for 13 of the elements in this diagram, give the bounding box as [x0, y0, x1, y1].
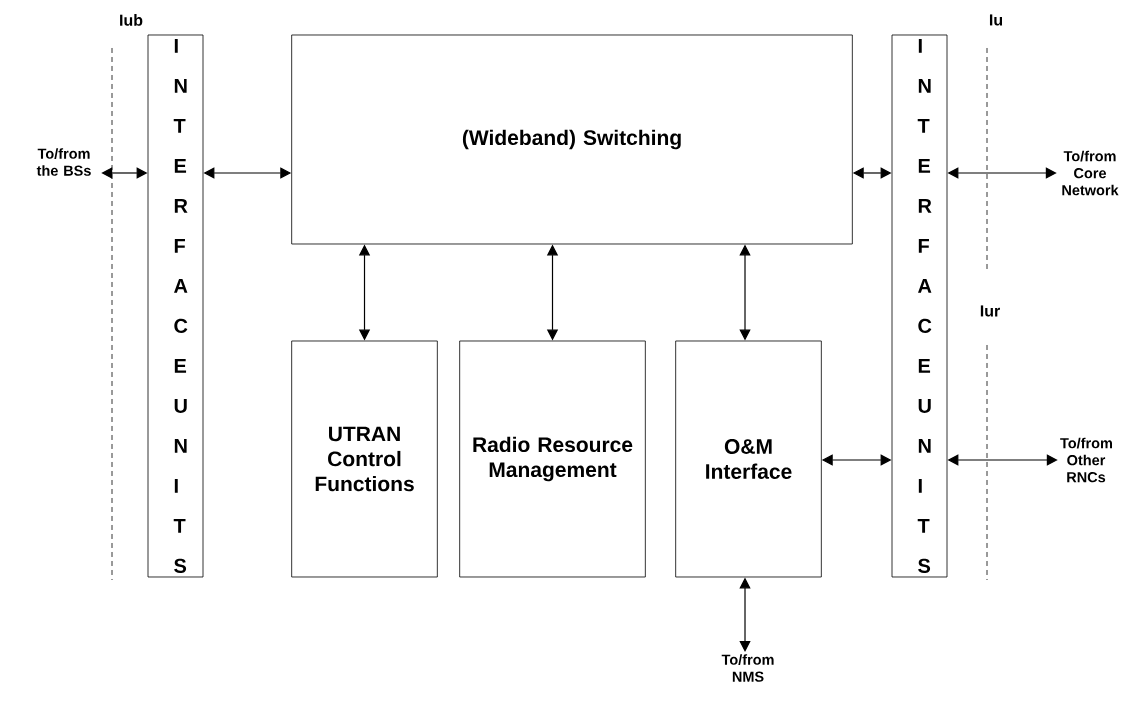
- interface-label: Iu: [989, 14, 1003, 26]
- interface-label: Iur: [980, 305, 1000, 317]
- interface-units-box: I N T E R F A C E U N I T S: [147, 34, 204, 578]
- interface-label: Iub: [120, 14, 143, 26]
- endpoint-label: To/from Core Network: [1062, 150, 1119, 196]
- interface-units-box: I N T E R F A C E U N I T S: [891, 34, 948, 578]
- endpoint-label: To/from the BSs: [36, 148, 91, 176]
- endpoint-label: To/from NMS: [721, 654, 774, 682]
- function-box: O&M Interface: [675, 340, 822, 578]
- function-box: (Wideband) Switching: [291, 34, 853, 245]
- function-box: Radio Resource Management: [459, 340, 646, 578]
- endpoint-label: To/from Other RNCs: [1060, 437, 1112, 483]
- function-box: UTRAN Control Functions: [291, 340, 438, 578]
